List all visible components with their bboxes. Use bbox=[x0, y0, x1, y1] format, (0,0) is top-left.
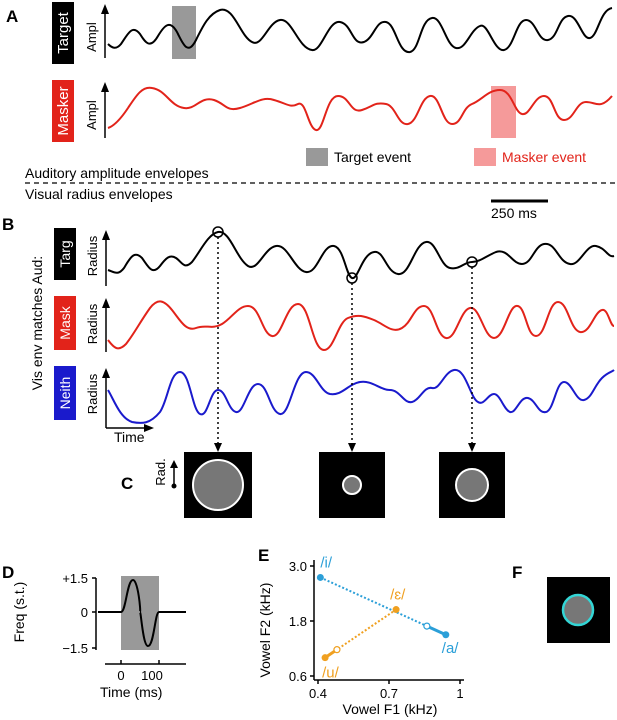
rad-label: Rad. bbox=[153, 458, 168, 485]
target-event-box bbox=[172, 6, 196, 59]
vowel-label-0: /i/ bbox=[320, 554, 333, 571]
rad-y-axis bbox=[170, 460, 178, 489]
neith-radius-envelope bbox=[107, 369, 615, 424]
ytick-label-plus: +1.5 bbox=[62, 571, 88, 586]
targ-label-box: Targ bbox=[54, 228, 76, 280]
masker-ampl-label: Ampl bbox=[84, 100, 99, 130]
visual-envelopes-caption: Visual radius envelopes bbox=[25, 186, 173, 202]
targ-radius-label: Radius bbox=[85, 235, 100, 276]
vowel-series-end-1 bbox=[392, 606, 400, 614]
time-axis-label: Time bbox=[114, 429, 145, 445]
freq-ylabel: Freq (s.t.) bbox=[11, 582, 27, 643]
vowel-f1-xlabel: Vowel F1 (kHz) bbox=[343, 701, 438, 717]
stimulus-frame-large bbox=[184, 452, 252, 518]
time-scalebar-label: 250 ms bbox=[491, 205, 537, 221]
masker-amplitude-envelope bbox=[107, 86, 613, 131]
auditory-envelopes-caption: Auditory amplitude envelopes bbox=[25, 165, 209, 181]
ytick-label-zero: 0 bbox=[81, 605, 88, 620]
neith-radius-label: Radius bbox=[85, 373, 100, 414]
x-tick-label-0: 0.4 bbox=[309, 686, 327, 701]
mask-label: Mask bbox=[57, 305, 73, 339]
ytick-label-minus: −1.5 bbox=[62, 641, 88, 656]
masker-label-box: Masker bbox=[52, 80, 74, 142]
panel-letter-f: F bbox=[512, 563, 522, 582]
vowel-open-marker-0 bbox=[423, 622, 431, 630]
y-tick-label-0: 3.0 bbox=[289, 559, 307, 574]
masker-y-axis bbox=[101, 82, 109, 138]
targ-radius-envelope bbox=[107, 231, 615, 279]
mask-radius-envelope bbox=[107, 300, 615, 352]
neith-label: Neith bbox=[57, 377, 73, 410]
targ-label: Targ bbox=[57, 240, 73, 267]
masker-event-box bbox=[491, 86, 516, 138]
neith-axes bbox=[102, 368, 154, 432]
vowel-chart: 0.4 0.7 1 3.0 1.8 0.6/i/ /a/ /ɛ/ /u/ bbox=[289, 554, 464, 701]
vis-env-matches-label: Vis env matches Aud: bbox=[29, 256, 45, 390]
mask-y-axis bbox=[102, 298, 110, 352]
legend-target-event-label: Target event bbox=[334, 149, 411, 165]
panel-letter-d: D bbox=[2, 563, 14, 582]
target-label-box: Target bbox=[52, 2, 74, 64]
x-tick-label-2: 1 bbox=[456, 686, 463, 701]
y-tick-label-2: 0.6 bbox=[289, 669, 307, 684]
y-tick-label-1: 1.8 bbox=[289, 614, 307, 629]
xtick-label-0: 0 bbox=[117, 668, 124, 683]
legend-masker-event: Masker event bbox=[474, 148, 586, 166]
panel-letter-c: C bbox=[121, 474, 133, 493]
event-drop-line-3 bbox=[468, 267, 476, 452]
neith-label-box: Neith bbox=[54, 366, 76, 420]
vowel-label-3: /u/ bbox=[322, 665, 340, 682]
vowel-f2-ylabel: Vowel F2 (kHz) bbox=[257, 583, 273, 678]
masker-label: Masker bbox=[55, 86, 72, 135]
vowel-series-start-0 bbox=[316, 573, 324, 581]
vowel-label-2: /ɛ/ bbox=[390, 587, 406, 604]
panel-letter-b: B bbox=[2, 215, 14, 234]
event-drop-line-1 bbox=[214, 237, 222, 452]
mask-label-box: Mask bbox=[54, 296, 76, 350]
panel-letter-a: A bbox=[6, 7, 18, 26]
legend-masker-event-label: Masker event bbox=[502, 149, 586, 165]
stimulus-frame-cyan bbox=[547, 577, 610, 643]
panel-letter-e: E bbox=[258, 546, 269, 565]
stimulus-frame-small bbox=[319, 452, 385, 518]
vowel-series-line-0 bbox=[319, 576, 447, 636]
x-tick-label-1: 0.7 bbox=[380, 686, 398, 701]
target-y-axis bbox=[101, 4, 109, 58]
time-ms-xlabel: Time (ms) bbox=[100, 684, 162, 700]
event-drop-line-2 bbox=[348, 283, 356, 452]
vowel-open-marker-1 bbox=[333, 646, 341, 654]
target-ampl-label: Ampl bbox=[84, 22, 99, 52]
target-label: Target bbox=[55, 11, 72, 54]
vowel-label-1: /a/ bbox=[442, 640, 460, 657]
stimulus-frame-medium bbox=[439, 452, 505, 518]
frequency-sweep-curve bbox=[98, 578, 186, 648]
targ-y-axis bbox=[102, 230, 110, 286]
target-amplitude-envelope bbox=[107, 7, 613, 53]
time-scalebar: 250 ms bbox=[491, 199, 548, 221]
xtick-label-100: 100 bbox=[141, 668, 163, 683]
mask-radius-label: Radius bbox=[85, 303, 100, 344]
legend-target-event: Target event bbox=[306, 148, 411, 166]
